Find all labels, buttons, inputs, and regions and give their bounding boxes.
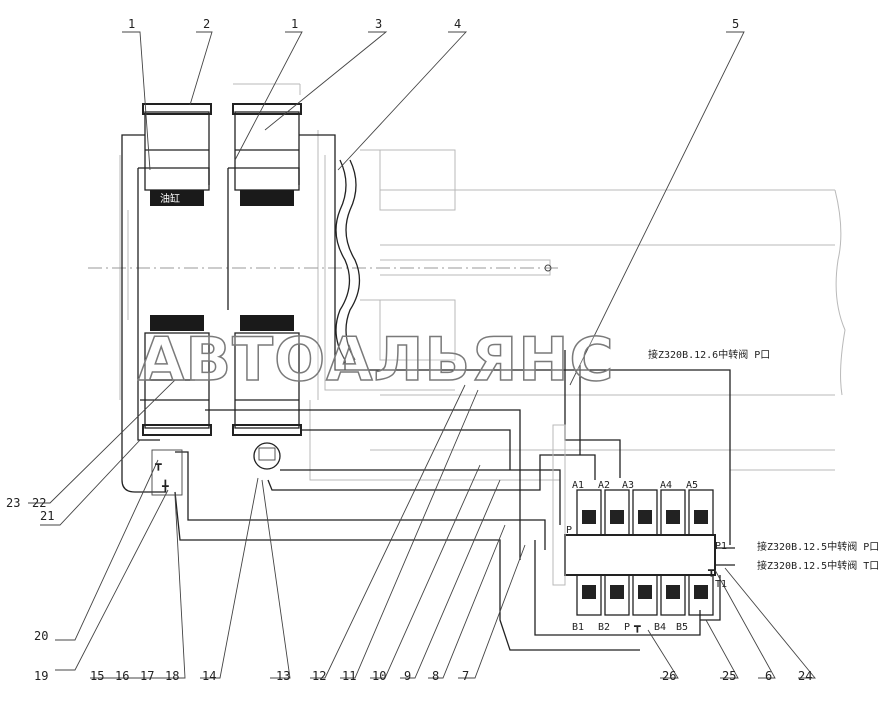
callout-8: 8 xyxy=(432,669,439,683)
port-b2: B2 xyxy=(598,622,610,633)
callout-22: 22 xyxy=(32,496,46,510)
note-top: 接Z320B.12.6中转阀 P口 xyxy=(648,348,770,361)
callout-21: 21 xyxy=(40,509,54,523)
frame-structure xyxy=(119,83,846,481)
break-line xyxy=(335,159,351,370)
port-a3: A3 xyxy=(622,480,634,491)
fitting-left: ┳ ╋ xyxy=(151,449,183,496)
callout-5: 5 xyxy=(732,17,739,31)
valve-sections-bottom xyxy=(576,574,714,616)
hose-10 xyxy=(300,429,511,470)
port-p-inlet: P xyxy=(566,525,572,536)
port-b1: B1 xyxy=(572,622,584,633)
port-a5: A5 xyxy=(686,480,698,491)
break-line-2 xyxy=(345,159,361,361)
hose-13 xyxy=(267,454,596,491)
port-t1: T1 xyxy=(715,579,727,590)
tee-26: ┳ xyxy=(633,620,641,633)
axis-end xyxy=(544,264,552,272)
callout-17: 17 xyxy=(140,669,154,683)
cylinder-upper-left: 油缸 xyxy=(138,103,212,206)
callout-19: 19 xyxy=(34,669,48,683)
callout-13: 13 xyxy=(276,669,290,683)
callout-24: 24 xyxy=(798,669,812,683)
hose-b-return xyxy=(534,540,701,636)
callout-1a: 1 xyxy=(128,17,135,31)
callout-25: 25 xyxy=(722,669,736,683)
callout-3: 3 xyxy=(375,17,382,31)
hose-left-inner xyxy=(137,168,160,441)
watermark: АВТОАЛЬЯНС xyxy=(138,325,615,395)
port-a1: A1 xyxy=(572,480,584,491)
note-mid-2: 接Z320B.12.5中转阀 T口 xyxy=(757,559,879,572)
cylinder-lower-left xyxy=(140,315,212,436)
callout-20: 20 xyxy=(34,629,48,643)
hose-right-2 xyxy=(299,134,731,545)
valve-block xyxy=(552,424,735,616)
callout-7: 7 xyxy=(462,669,469,683)
callout-6: 6 xyxy=(765,669,772,683)
port-b5: B5 xyxy=(676,622,688,633)
callout-18: 18 xyxy=(165,669,179,683)
callout-4: 4 xyxy=(454,17,461,31)
svg-text:油缸: 油缸 xyxy=(160,192,180,205)
callout-15: 15 xyxy=(90,669,104,683)
hose-12 xyxy=(205,409,521,560)
port-a2: A2 xyxy=(598,480,610,491)
note-mid-1: 接Z320B.12.5中转阀 P口 xyxy=(757,540,879,553)
callout-26: 26 xyxy=(662,669,676,683)
leaders-bottom xyxy=(28,379,816,679)
callout-12: 12 xyxy=(312,669,326,683)
callout-9: 9 xyxy=(404,669,411,683)
hose-left-outer xyxy=(121,134,165,493)
port-b4: B4 xyxy=(654,622,666,633)
callout-23: 23 xyxy=(6,496,20,510)
callout-16: 16 xyxy=(115,669,129,683)
callout-14: 14 xyxy=(202,669,216,683)
callout-2: 2 xyxy=(203,17,210,31)
callout-10: 10 xyxy=(372,669,386,683)
callout-1b: 1 xyxy=(291,17,298,31)
cylinder-upper-right xyxy=(228,103,302,206)
tee-24: ┳ xyxy=(707,564,715,577)
port-p: P xyxy=(624,622,630,633)
svg-text:┳: ┳ xyxy=(154,458,162,471)
leaders-top xyxy=(122,31,745,386)
svg-text:╋: ╋ xyxy=(161,479,169,493)
valve-sections-top xyxy=(576,489,714,536)
callout-11: 11 xyxy=(342,669,356,683)
hose-a5 xyxy=(564,350,621,478)
hose-14 xyxy=(175,451,546,550)
port-a4: A4 xyxy=(660,480,672,491)
hose-right-3 xyxy=(280,469,561,525)
hose-t xyxy=(700,575,721,621)
hose-18 xyxy=(174,491,640,651)
port-p1: P1 xyxy=(715,541,727,552)
